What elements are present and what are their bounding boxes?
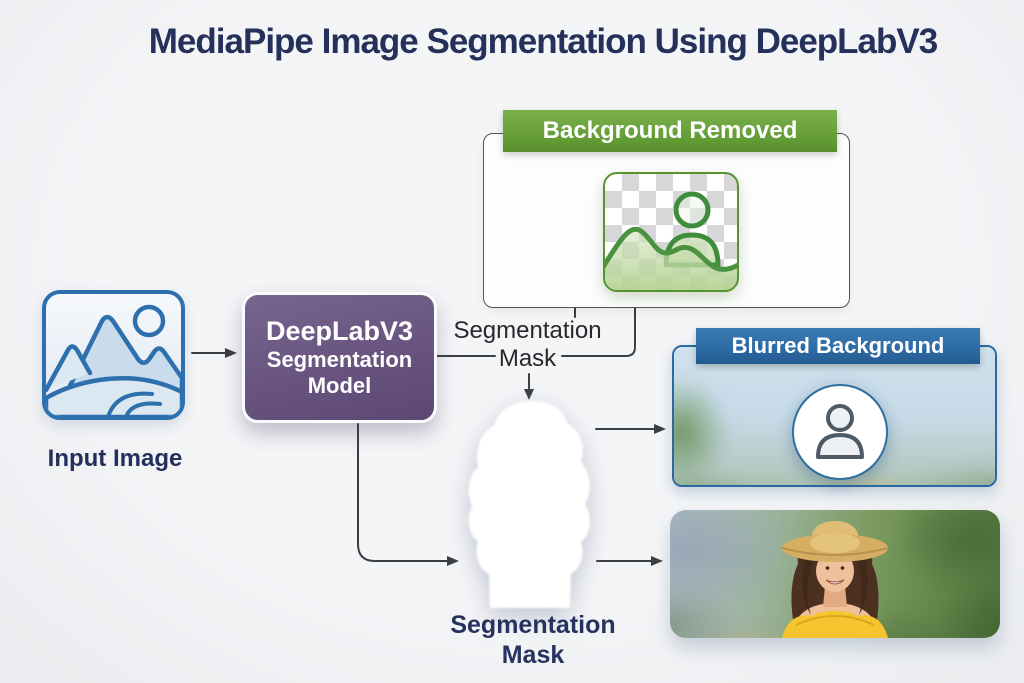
input-image-thumbnail [42, 290, 185, 420]
woman-straw-hat-portrait-photo [781, 521, 889, 638]
person-silhouette-mask [468, 401, 590, 608]
landscape-photo-icon [46, 304, 181, 416]
blurred-background-banner: Blurred Background [696, 328, 980, 364]
input-image-label: Input Image [47, 445, 183, 472]
segmentation-mask-annotation: Segmentation Mask [453, 317, 602, 372]
transparent-result-thumbnail [603, 172, 739, 292]
model-title: DeepLabV3 [265, 315, 414, 346]
deeplabv3-model-node: DeepLabV3 Segmentation Model [242, 292, 437, 423]
model-subtitle-2: Model [307, 373, 372, 399]
portrait-result-photo [670, 510, 1000, 638]
transparent-checkerboard-person-landscape-icon [605, 191, 737, 290]
model-subtitle-1: Segmentation [266, 347, 413, 373]
arrow-model-to-mask [357, 423, 448, 562]
segmentation-mask-output-label: Segmentation Mask [450, 611, 616, 669]
background-removed-banner: Background Removed [503, 110, 837, 152]
page-title: MediaPipe Image Segmentation Using DeepL… [148, 22, 938, 61]
person-placeholder-icon [816, 404, 864, 459]
avatar [792, 384, 888, 480]
